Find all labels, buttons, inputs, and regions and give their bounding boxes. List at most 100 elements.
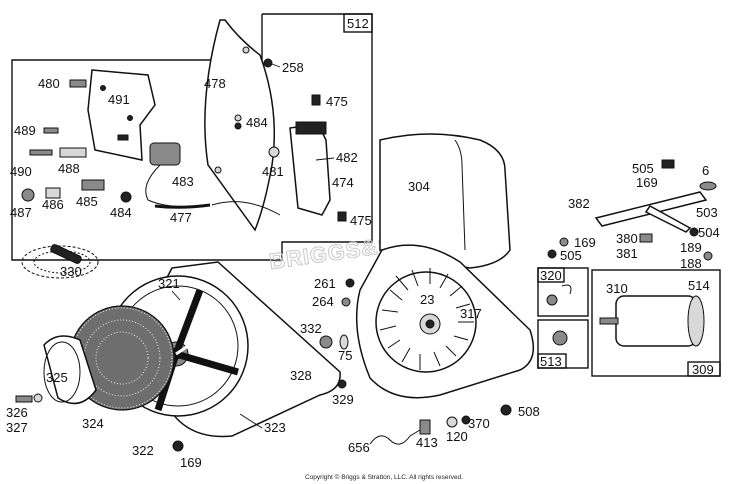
- terminal-488: [59, 147, 87, 158]
- screw-169b: [559, 237, 569, 247]
- screw-326: [15, 395, 33, 403]
- part-484b: 484: [246, 115, 268, 130]
- bracket-hole-2: [127, 115, 133, 121]
- part-413: 413: [416, 435, 438, 450]
- nut-505a: [661, 159, 675, 169]
- screw-322: [172, 440, 184, 452]
- part-486: 486: [42, 197, 64, 212]
- washer-6: [699, 181, 717, 191]
- part-505a: 505: [632, 161, 654, 176]
- screw-484b: [234, 122, 242, 130]
- nut-332: [319, 335, 333, 349]
- screw-480: [69, 79, 87, 88]
- lead-321: [171, 290, 181, 301]
- part-189: 189: [680, 240, 702, 255]
- part-75: 75: [338, 348, 352, 363]
- part-325: 325: [46, 370, 68, 385]
- part-323: 323: [264, 420, 286, 435]
- part-477: 477: [170, 210, 192, 225]
- part-23: 23: [420, 292, 434, 307]
- insulator-486: [45, 187, 61, 199]
- backplate-hole-3: [214, 166, 222, 174]
- flywheel-fins: [379, 268, 474, 370]
- part-321: 321: [158, 276, 180, 291]
- part-485: 485: [76, 194, 98, 209]
- kit-512-label-box: [343, 13, 373, 33]
- screw-188: [703, 251, 713, 261]
- part-310: 310: [606, 281, 628, 296]
- kit-320-label: 320: [540, 268, 562, 283]
- pulley-spoke-5: [175, 323, 221, 356]
- starter-cup-rim: [43, 341, 81, 403]
- part-6: 6: [702, 163, 709, 178]
- linkage-arm: [644, 205, 692, 233]
- kit-320-part: [546, 294, 558, 306]
- starter-motor-310: [615, 295, 697, 347]
- part-508: 508: [518, 404, 540, 419]
- connector-485: [81, 179, 105, 191]
- part-489: 489: [14, 123, 36, 138]
- part-514: 514: [688, 278, 710, 293]
- part-490: 490: [10, 164, 32, 179]
- sleeve-413: [419, 419, 431, 435]
- part-328: 328: [290, 368, 312, 383]
- kit-320-spring: [561, 284, 572, 295]
- part-505b: 505: [560, 248, 582, 263]
- part-169b: 169: [574, 235, 596, 250]
- part-169c: 169: [180, 455, 202, 470]
- screen-mesh-2: [83, 319, 161, 397]
- starter-cup-325: [43, 335, 97, 405]
- ground-wire-477: [154, 203, 211, 209]
- lead-482: [315, 157, 335, 161]
- spacer-489: [43, 127, 59, 134]
- screw-329: [337, 379, 347, 389]
- part-169a: 169: [636, 175, 658, 190]
- washer-327: [33, 393, 43, 403]
- pin-490: [29, 149, 53, 156]
- part-475a: 475: [326, 94, 348, 109]
- part-327: 327: [6, 420, 28, 435]
- part-380: 380: [616, 231, 638, 246]
- screw-484a: [120, 191, 132, 203]
- handle-330: [50, 244, 82, 264]
- washer-120: [446, 416, 458, 428]
- starter-motor-end: [687, 295, 705, 347]
- part-329: 329: [332, 392, 354, 407]
- backplate-hole-2: [234, 114, 242, 122]
- kit-512-label: 512: [347, 16, 369, 31]
- part-258: 258: [282, 60, 304, 75]
- nut-264: [341, 297, 351, 307]
- part-484a: 484: [110, 205, 132, 220]
- rope-330: [21, 245, 99, 279]
- part-381: 381: [616, 246, 638, 261]
- part-480: 480: [38, 76, 60, 91]
- kit-513-part: [552, 330, 568, 346]
- part-188: 188: [680, 256, 702, 271]
- clip-475a: [311, 94, 321, 106]
- kit-513-label-box: [537, 353, 567, 369]
- kit-512-box: [11, 13, 373, 261]
- part-324: 324: [82, 416, 104, 431]
- part-264: 264: [312, 294, 334, 309]
- bracket-slot: [117, 134, 129, 141]
- part-488: 488: [58, 161, 80, 176]
- lever-top: [295, 121, 327, 135]
- part-304: 304: [408, 179, 430, 194]
- flywheel-center: [425, 319, 435, 329]
- part-261: 261: [314, 276, 336, 291]
- screen-mesh-3: [95, 331, 149, 385]
- part-120: 120: [446, 429, 468, 444]
- kit-309-label-box: [687, 361, 721, 377]
- part-482: 482: [336, 150, 358, 165]
- part-656: 656: [348, 440, 370, 455]
- screw-504: [689, 227, 699, 237]
- part-370: 370: [468, 416, 490, 431]
- part-317: 317: [460, 306, 482, 321]
- bracket-hole-1: [100, 85, 106, 91]
- screw-258: [263, 58, 273, 68]
- washer-481: [268, 146, 280, 158]
- part-474: 474: [332, 175, 354, 190]
- lead-258: [271, 63, 281, 68]
- screw-380: [639, 233, 653, 243]
- clip-475b: [337, 211, 347, 222]
